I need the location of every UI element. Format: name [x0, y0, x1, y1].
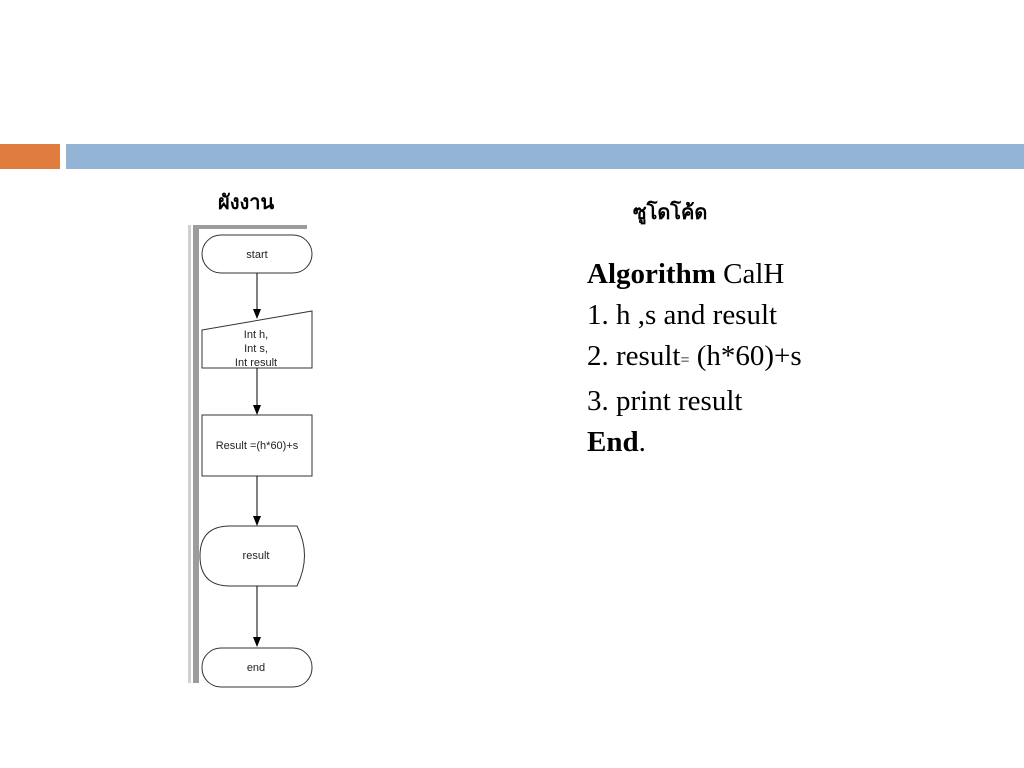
- step-number: 1.: [587, 299, 609, 331]
- input-label-2: Int s,: [244, 343, 268, 355]
- flowchart-frame: [188, 225, 307, 683]
- end-dot: .: [638, 426, 646, 458]
- end-terminator: [201, 647, 313, 688]
- pseudocode-heading: ซูโดโค้ด: [633, 200, 708, 224]
- input-parallelogram: [201, 310, 313, 369]
- end-label: end: [247, 662, 265, 674]
- process-label: Result =(h*60)+s: [216, 440, 299, 452]
- start-label: start: [246, 249, 267, 261]
- accent-bar-orange: [0, 144, 60, 169]
- process-box: [201, 414, 313, 477]
- accent-bar-blue: [66, 144, 1024, 169]
- flowchart-heading: ผังงาน: [218, 190, 275, 214]
- step-text: result: [608, 340, 681, 372]
- equals-sign: =: [680, 352, 690, 369]
- step-text: print result: [608, 385, 743, 417]
- input-label-1: Int h,: [244, 329, 268, 341]
- algorithm-keyword: Algorithm: [587, 258, 716, 290]
- end-keyword: End: [587, 426, 639, 458]
- pseudocode-block: Algorithm CalH 1. h ,s and result 2. res…: [587, 254, 802, 463]
- algorithm-name: CalH: [715, 258, 785, 290]
- pseudocode-line-0: Algorithm CalH: [587, 254, 802, 295]
- step-number: 2.: [587, 340, 609, 372]
- step-number: 3.: [587, 385, 609, 417]
- pseudocode-line-3: 3. print result: [587, 381, 802, 422]
- step-text: (h*60)+s: [689, 340, 802, 372]
- pseudocode-line-2: 2. result= (h*60)+s: [587, 336, 802, 381]
- pseudocode-line-1: 1. h ,s and result: [587, 295, 802, 336]
- step-text: h ,s and result: [608, 299, 778, 331]
- input-label-3: Int result: [235, 357, 277, 369]
- pseudocode-line-4: End.: [587, 422, 802, 463]
- output-display: [199, 525, 305, 587]
- output-label: result: [243, 550, 270, 562]
